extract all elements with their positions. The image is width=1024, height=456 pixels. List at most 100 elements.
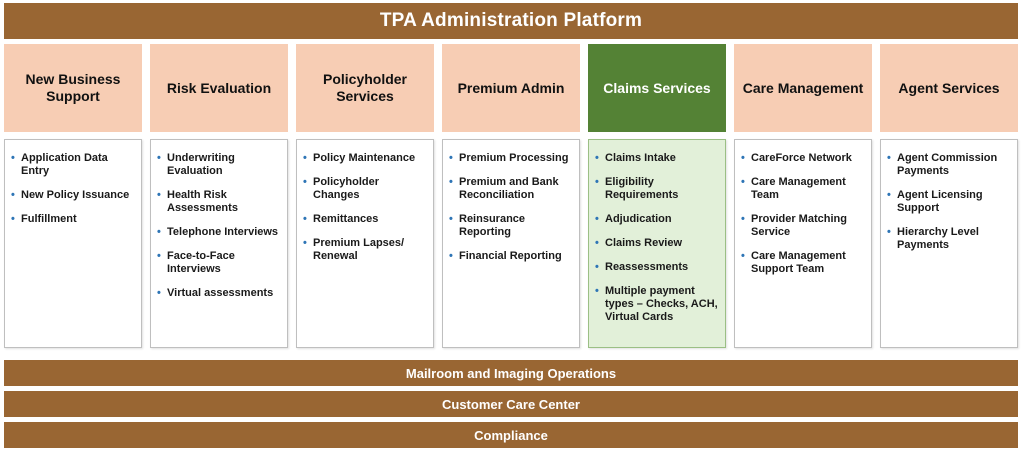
bullet-icon: •	[449, 152, 453, 164]
bullet-icon: •	[449, 176, 453, 188]
list-item-label: Underwriting Evaluation	[167, 152, 235, 177]
bullet-icon: •	[595, 261, 599, 273]
bullet-icon: •	[741, 250, 745, 262]
column-header: Care Management	[734, 44, 872, 132]
list-item: • Eligibility Requirements	[595, 176, 719, 202]
list-item: • Claims Review	[595, 237, 719, 250]
service-column: Claims Services • Claims Intake • Eligibilit…	[588, 44, 726, 348]
list-item-label: Fulfillment	[21, 213, 77, 225]
list-item-label: Claims Review	[605, 237, 683, 249]
bullet-icon: •	[887, 226, 891, 238]
list-item: • Policy Maintenance	[303, 152, 427, 165]
list-item-label: New Policy Issuance	[21, 189, 130, 201]
bullet-icon: •	[595, 152, 599, 164]
column-body: • Application Data Entry • New Policy Issua…	[4, 139, 142, 348]
list-item: •Premium and Bank Reconciliation	[449, 176, 573, 202]
list-item: • New Policy Issuance	[11, 189, 135, 202]
list-item-label: Adjudication	[605, 213, 672, 225]
list-item-label: Provider Matching Service	[751, 213, 847, 238]
band-customer-care: Customer Care Center	[4, 391, 1018, 417]
bullet-icon: •	[741, 152, 745, 164]
list-item: • Care Management Team	[741, 176, 865, 202]
bullet-icon: •	[303, 213, 307, 225]
list-item-label: Remittances	[313, 213, 379, 225]
list-item: • Remittances	[303, 213, 427, 226]
list-item-label: Premium Processing	[459, 152, 569, 164]
list-item-label: Reinsurance Reporting	[459, 213, 526, 238]
bullet-icon: •	[303, 237, 307, 249]
list-item-label: Face-to-Face Interviews	[167, 250, 235, 275]
list-item-label: Agent Commission Payments	[897, 152, 998, 177]
list-item: • Claims Intake	[595, 152, 719, 165]
band-mailroom: Mailroom and Imaging Operations	[4, 360, 1018, 386]
bullet-icon: •	[449, 250, 453, 262]
bullet-icon: •	[11, 213, 15, 225]
column-header: Agent Services	[880, 44, 1018, 132]
platform-title: TPA Administration Platform	[4, 3, 1018, 39]
bullet-icon: •	[157, 226, 161, 238]
bullet-icon: •	[887, 189, 891, 201]
list-item-label: Claims Intake	[605, 152, 676, 164]
list-item: •Premium Lapses/ Renewal	[303, 237, 427, 263]
list-item-label: Eligibility Requirements	[605, 176, 679, 201]
bullet-icon: •	[741, 176, 745, 188]
list-item: • Reinsurance Reporting	[449, 213, 573, 239]
list-item: • Fulfillment	[11, 213, 135, 226]
column-body: • Policy Maintenance • Policyholder Changes…	[296, 139, 434, 348]
list-item-label: Policy Maintenance	[313, 152, 416, 164]
bullet-icon: •	[741, 213, 745, 225]
list-item-label: Agent Licensing Support	[897, 189, 983, 214]
list-item: • Premium Processing	[449, 152, 573, 165]
list-item: • Provider Matching Service	[741, 213, 865, 239]
column-body: • Premium Processing •Premium and Bank Rec…	[442, 139, 580, 348]
list-item-label: CareForce Network	[751, 152, 852, 164]
list-item: • Agent Licensing Support	[887, 189, 1011, 215]
list-item: •Virtual assessments	[157, 287, 281, 300]
column-header: Premium Admin	[442, 44, 580, 132]
service-column: Care Management • CareForce Network • Care M…	[734, 44, 872, 348]
list-item-label: Health Risk Assessments	[167, 189, 238, 214]
column-body: •Claims Intake•Eligibility Requirements•…	[588, 139, 726, 348]
list-item: • CareForce Network	[741, 152, 865, 165]
column-body: • Underwriting Evaluation • Health Risk Ass…	[150, 139, 288, 348]
list-item: •Face-to-Face Interviews	[157, 250, 281, 276]
bullet-icon: •	[157, 287, 161, 299]
bullet-icon: •	[303, 176, 307, 188]
column-body: •CareForce Network•Care Management Team•…	[734, 139, 872, 348]
column-header: Claims Services	[588, 44, 726, 132]
bullet-icon: •	[595, 176, 599, 188]
list-item-label: Hierarchy Level Payments	[897, 226, 979, 251]
list-item: • Hierarchy Level Payments	[887, 226, 1011, 252]
list-item: •Reassessments	[595, 261, 719, 274]
bullet-icon: •	[11, 189, 15, 201]
column-header: Policyholder Services	[296, 44, 434, 132]
list-item-label: Financial Reporting	[459, 250, 562, 262]
service-column: Premium Admin • Premium Processing •Premium…	[442, 44, 580, 348]
list-item: • Care Management Support Team	[741, 250, 865, 276]
list-item: • Health Risk Assessments	[157, 189, 281, 215]
column-header: Risk Evaluation	[150, 44, 288, 132]
bullet-icon: •	[303, 152, 307, 164]
bullet-icon: •	[11, 152, 15, 164]
service-column: Policyholder Services • Policy Maintenance…	[296, 44, 434, 348]
bullet-icon: •	[157, 152, 161, 164]
list-item: •Adjudication	[595, 213, 719, 226]
list-item: • Telephone Interviews	[157, 226, 281, 239]
band-compliance: Compliance	[4, 422, 1018, 448]
list-item: •Multiple payment types – Checks, ACH, V…	[595, 285, 719, 324]
service-column: New Business Support•Application Data En…	[4, 44, 142, 348]
bullet-icon: •	[595, 237, 599, 249]
service-column: Risk Evaluation•Underwriting Evaluation•…	[150, 44, 288, 348]
bullet-icon: •	[887, 152, 891, 164]
list-item: • Financial Reporting	[449, 250, 573, 263]
list-item-label: Application Data Entry	[21, 152, 108, 177]
list-item-label: Policyholder Changes	[313, 176, 380, 201]
list-item-label: Telephone Interviews	[167, 226, 279, 238]
list-item: • Application Data Entry	[11, 152, 135, 178]
bullet-icon: •	[595, 285, 599, 297]
list-item-label: Care Management Team	[751, 176, 846, 201]
bullet-icon: •	[157, 189, 161, 201]
bullet-icon: •	[449, 213, 453, 225]
list-item-label: Care Management Support Team	[751, 250, 846, 275]
